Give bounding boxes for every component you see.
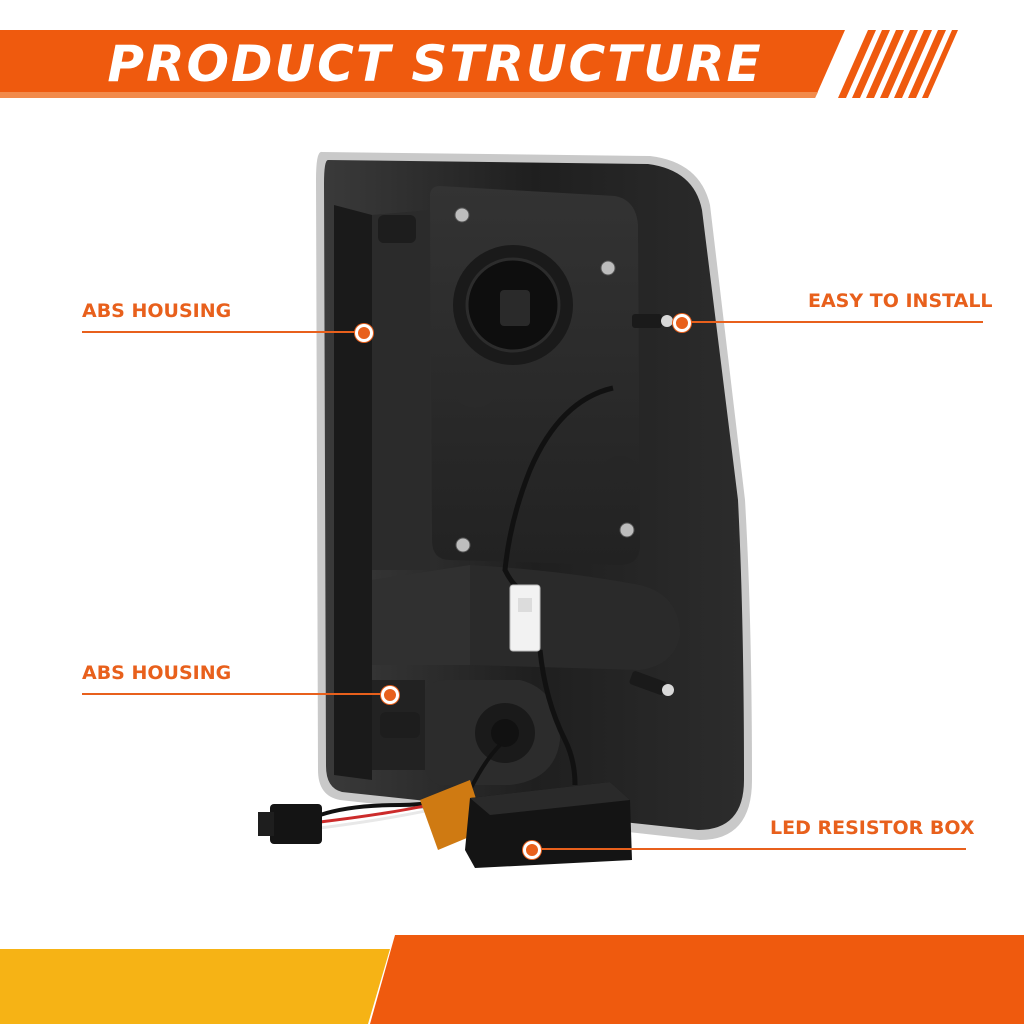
footer-band <box>0 935 1024 1024</box>
callout-easy-install-line <box>680 321 983 323</box>
banner-stripes-icon <box>838 30 958 98</box>
callout-abs-housing-lower-dot <box>381 686 399 704</box>
banner-shape <box>0 30 958 98</box>
callout-abs-housing-upper-line <box>82 331 362 333</box>
callout-easy-install-label: EASY TO INSTALL <box>808 290 993 312</box>
callout-easy-install-dot <box>673 314 691 332</box>
callout-abs-housing-lower-line <box>82 693 387 695</box>
header-banner: PRODUCT STRUCTURE <box>0 30 1024 98</box>
callout-led-resistor-box-line <box>530 848 966 850</box>
callout-led-resistor-box-label: LED RESISTOR BOX <box>770 817 975 839</box>
mount-stud-icon <box>629 314 674 696</box>
callout-led-resistor-box-dot <box>523 841 541 859</box>
page-title: PRODUCT STRUCTURE <box>107 35 763 93</box>
connector-icon <box>509 584 541 652</box>
callout-abs-housing-upper-dot <box>355 324 373 342</box>
callout-abs-housing-lower-label: ABS HOUSING <box>82 662 232 684</box>
callout-abs-housing-upper-label: ABS HOUSING <box>82 300 232 322</box>
resistor-box-icon <box>465 782 632 868</box>
bulb-socket-icon <box>500 290 530 326</box>
